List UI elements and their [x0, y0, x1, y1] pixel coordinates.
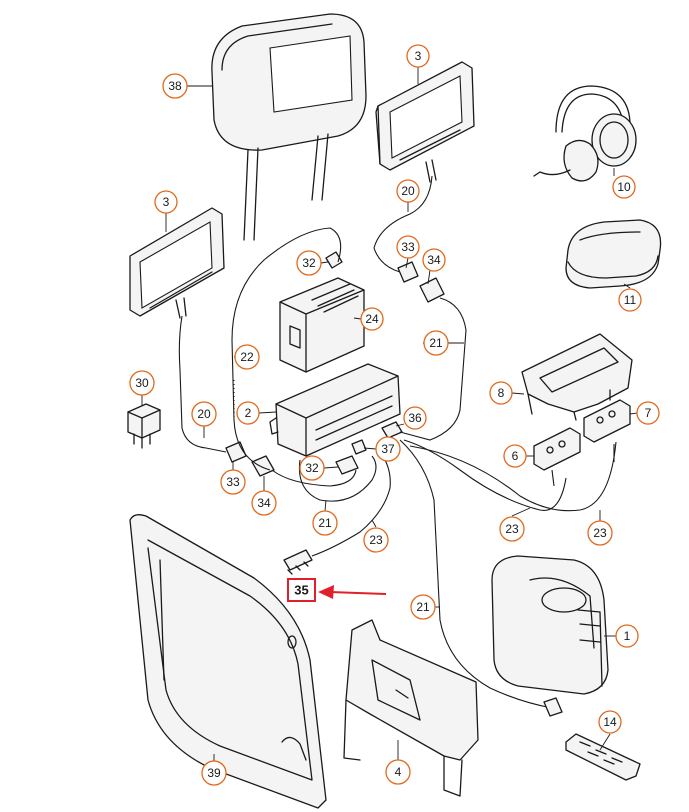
control-module [279, 277, 365, 373]
callout-label: 24 [365, 312, 379, 326]
callout-37[interactable]: 37 [375, 436, 401, 462]
monitor-left [129, 207, 225, 319]
highlight-label: 35 [294, 583, 308, 598]
monitor-right [375, 61, 475, 183]
callout-33-lower[interactable]: 33 [220, 469, 246, 495]
highlight-callout-35[interactable]: 35 [287, 578, 316, 602]
callout-label: 21 [416, 600, 430, 614]
callout-label: 21 [429, 336, 443, 350]
callout-label: 30 [135, 376, 149, 390]
callout-3-left[interactable]: 3 [154, 190, 178, 214]
callout-label: 10 [617, 180, 631, 194]
callout-label: 8 [498, 386, 505, 400]
callout-label: 32 [305, 461, 319, 475]
callout-label: 22 [240, 350, 254, 364]
callout-20-lower[interactable]: 20 [191, 401, 217, 427]
dvd-changer [491, 555, 609, 695]
highlight-arrow [318, 585, 387, 599]
headphone-case [565, 219, 662, 289]
callout-23-right[interactable]: 23 [587, 520, 613, 546]
callout-20-upper[interactable]: 20 [396, 179, 420, 203]
remote-control [565, 733, 641, 781]
callout-label: 34 [427, 253, 441, 267]
callout-21-long[interactable]: 21 [410, 594, 436, 620]
callout-label: 33 [226, 475, 240, 489]
headphones [533, 85, 637, 182]
callout-label: 11 [624, 293, 637, 307]
callout-10[interactable]: 10 [612, 175, 636, 199]
callout-1[interactable]: 1 [615, 624, 639, 648]
callout-label: 33 [401, 240, 415, 254]
callout-11[interactable]: 11 [618, 288, 642, 312]
callout-8[interactable]: 8 [489, 381, 513, 405]
callout-label: 3 [163, 195, 170, 209]
callout-label: 36 [408, 411, 422, 425]
callout-36[interactable]: 36 [403, 406, 427, 430]
mounting-bracket [343, 619, 479, 797]
connector-35 [283, 549, 313, 575]
callout-2[interactable]: 2 [236, 401, 260, 425]
callout-label: 20 [401, 184, 415, 198]
callout-32-lower[interactable]: 32 [299, 455, 325, 481]
side-trim-panel [129, 514, 327, 809]
socket-lower [251, 455, 275, 477]
callout-24[interactable]: 24 [360, 307, 384, 331]
plug-upper [397, 261, 419, 283]
callout-label: 34 [257, 496, 271, 510]
connector-upper [325, 251, 343, 269]
callout-34-upper[interactable]: 34 [422, 248, 446, 272]
callout-6[interactable]: 6 [503, 444, 527, 468]
callout-label: 23 [505, 522, 519, 536]
callout-30[interactable]: 30 [129, 370, 155, 396]
distribution-unit [269, 363, 401, 457]
callout-label: 6 [512, 449, 519, 463]
console-bracket [521, 333, 633, 421]
callout-label: 7 [645, 406, 652, 420]
callout-label: 38 [168, 79, 182, 93]
callout-38[interactable]: 38 [162, 73, 188, 99]
relay [127, 403, 161, 449]
callout-34-lower[interactable]: 34 [251, 490, 277, 516]
callout-22[interactable]: 22 [234, 344, 260, 370]
callout-label: 37 [381, 442, 395, 456]
callout-label: 1 [624, 629, 631, 643]
callout-label: 23 [593, 526, 607, 540]
callout-7[interactable]: 7 [636, 401, 660, 425]
callout-label: 4 [395, 765, 402, 779]
callout-32-upper[interactable]: 32 [296, 250, 322, 276]
leader-lines [141, 67, 638, 761]
callout-label: 20 [197, 407, 211, 421]
callout-label: 14 [603, 715, 617, 729]
headrest [211, 13, 367, 241]
callout-21-lower[interactable]: 21 [312, 510, 338, 536]
cable-harness [178, 175, 617, 717]
callout-23-center[interactable]: 23 [363, 527, 389, 553]
callout-21-upper[interactable]: 21 [423, 330, 449, 356]
socket-upper [419, 277, 445, 303]
callout-label: 21 [318, 516, 332, 530]
callout-4[interactable]: 4 [385, 759, 411, 785]
connector-lower [335, 455, 359, 475]
callout-23-mid[interactable]: 23 [499, 516, 525, 542]
callout-label: 39 [207, 766, 221, 780]
jack-panel-left [533, 427, 581, 471]
callout-3-right[interactable]: 3 [406, 44, 430, 68]
connector-37 [351, 439, 367, 455]
callout-label: 23 [369, 533, 383, 547]
jack-panel-right [583, 399, 631, 443]
callout-39[interactable]: 39 [201, 760, 227, 786]
callout-14[interactable]: 14 [598, 710, 622, 734]
callout-33-upper[interactable]: 33 [396, 235, 420, 259]
callout-label: 2 [245, 406, 252, 420]
callout-label: 32 [302, 256, 316, 270]
callouts: 38 3 10 3 20 32 33 34 11 24 22 21 30 8 2… [129, 44, 660, 786]
connector-36 [381, 421, 403, 439]
callout-label: 3 [415, 49, 422, 63]
